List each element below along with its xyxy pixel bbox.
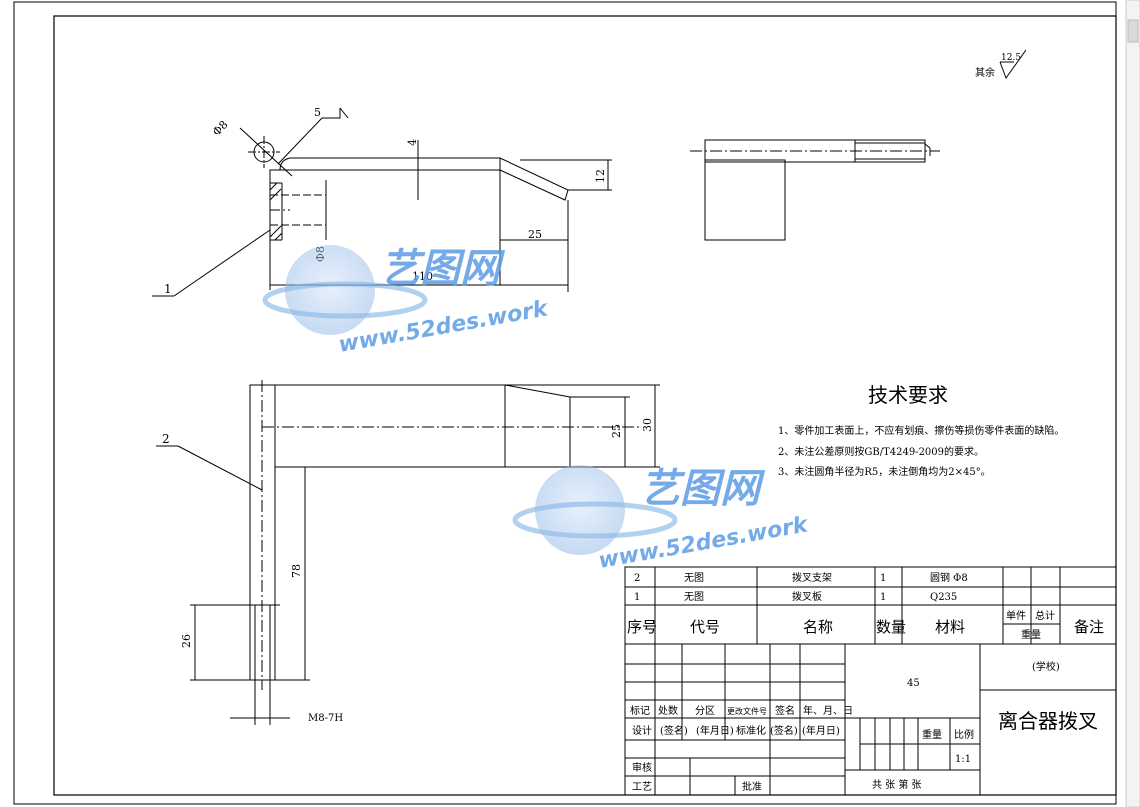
tb-rev-zone: 分区 [695, 705, 715, 717]
tb-review: 审核 [632, 761, 652, 774]
watermark-brand: 艺图网 [640, 466, 766, 512]
tb-date2: (年月日) [802, 724, 840, 737]
bom-row1-qty: 1 [880, 592, 886, 603]
bom-header-remark: 备注 [1074, 618, 1104, 636]
tb-rev-date: 年、月、日 [803, 704, 853, 717]
tech-title: 技术要求 [868, 383, 948, 407]
bom-row2-no: 2 [634, 573, 640, 584]
dim-25-top: 25 [528, 228, 542, 241]
tech-item-2: 2、未注公差原则按GB/T4249-2009的要求。 [778, 445, 984, 458]
bom-row1-code: 无图 [684, 591, 704, 603]
tb-approve: 批准 [742, 780, 762, 793]
dim-thread: M8-7H [308, 713, 343, 724]
tech-item-1: 1、零件加工表面上，不应有划痕、擦伤等损伤零件表面的缺陷。 [778, 424, 1064, 437]
watermark-url: www.52des.work [597, 512, 811, 574]
dim-110: 110 [412, 270, 433, 283]
tech-requirements: 技术要求 1、零件加工表面上，不应有划痕、擦伤等损伤零件表面的缺陷。 2、未注公… [778, 383, 1064, 478]
bom-row1-material: Q235 [930, 592, 957, 603]
watermark-2: 艺图网 www.52des.work [512, 465, 811, 574]
bom-header-no: 序号 [627, 618, 657, 636]
watermark-brand: 艺图网 [380, 246, 506, 292]
dim-26: 26 [180, 634, 193, 648]
bom-header-material: 材料 [935, 618, 965, 636]
dim-thickness: 4 [406, 139, 419, 146]
scrollbar-thumb[interactable] [1127, 19, 1139, 43]
tb-rev-mark: 标记 [630, 705, 650, 717]
tb-rev-sign: 签名 [775, 704, 795, 717]
bottom-view [156, 380, 660, 725]
dim-25-side: 25 [610, 424, 623, 438]
tb-sheet: 共 张 第 张 [872, 778, 922, 791]
roughness-value: 12.5 [1001, 53, 1021, 63]
globe-icon [285, 245, 375, 335]
tb-sign1: (签名) [660, 724, 688, 737]
tb-date1: (年月日) [696, 724, 734, 737]
tb-standardize: 标准化 [736, 724, 766, 737]
dim-78: 78 [290, 564, 303, 578]
outer-frame [13, 1, 1117, 805]
globe-icon [535, 465, 625, 555]
bom-header-name: 名称 [803, 618, 833, 636]
bom-header-qty: 数量 [876, 618, 906, 636]
dim-hole-top: Φ8 [210, 118, 231, 139]
tb-scale-label: 比例 [954, 728, 974, 741]
bom-row1-name: 拨叉板 [792, 590, 822, 603]
callout-1: 1 [164, 282, 172, 296]
tb-drawing-name: 离合器拨叉 [998, 709, 1098, 733]
tb-scale-value: 1:1 [955, 754, 971, 765]
tb-material: 45 [907, 678, 920, 689]
scrollbar-track[interactable] [1125, 0, 1140, 807]
bom-row2-qty: 1 [880, 573, 886, 584]
bom-header-code: 代号 [690, 618, 720, 636]
bom-row2-code: 无图 [684, 572, 704, 584]
bom-header-weight: 重量 [1021, 628, 1041, 641]
tb-weight-label: 重量 [922, 728, 942, 741]
tb-sign2: (签名) [770, 724, 798, 737]
bom-row1-no: 1 [634, 592, 640, 603]
tech-item-3: 3、未注圆角半径为R5，未注倒角均为2×45°。 [778, 465, 991, 478]
tb-school: (学校) [1032, 660, 1060, 673]
tb-design: 设计 [632, 724, 652, 737]
side-view [690, 139, 940, 241]
tb-rev-doc: 更改文件号 [727, 706, 767, 716]
bom-header-total: 总计 [1035, 609, 1055, 622]
roughness-label: 其余 [975, 66, 995, 79]
inner-frame [53, 15, 1117, 796]
dim-12: 12 [594, 169, 607, 183]
bom-row2-name: 拨叉支架 [792, 571, 832, 584]
watermark-1: 艺图网 www.52des.work [262, 245, 551, 358]
roughness-symbol: 其余 12.5 [975, 49, 1027, 80]
tb-process: 工艺 [632, 781, 652, 793]
dim-30: 30 [641, 418, 654, 432]
title-block-grid [624, 566, 1117, 796]
callout-2: 2 [162, 432, 170, 446]
bom-header-unit: 单件 [1006, 610, 1026, 622]
bom-row2-material: 圆钢 Φ8 [930, 571, 968, 584]
dim-weld: 5 [314, 106, 321, 119]
tb-rev-count: 处数 [658, 704, 678, 717]
